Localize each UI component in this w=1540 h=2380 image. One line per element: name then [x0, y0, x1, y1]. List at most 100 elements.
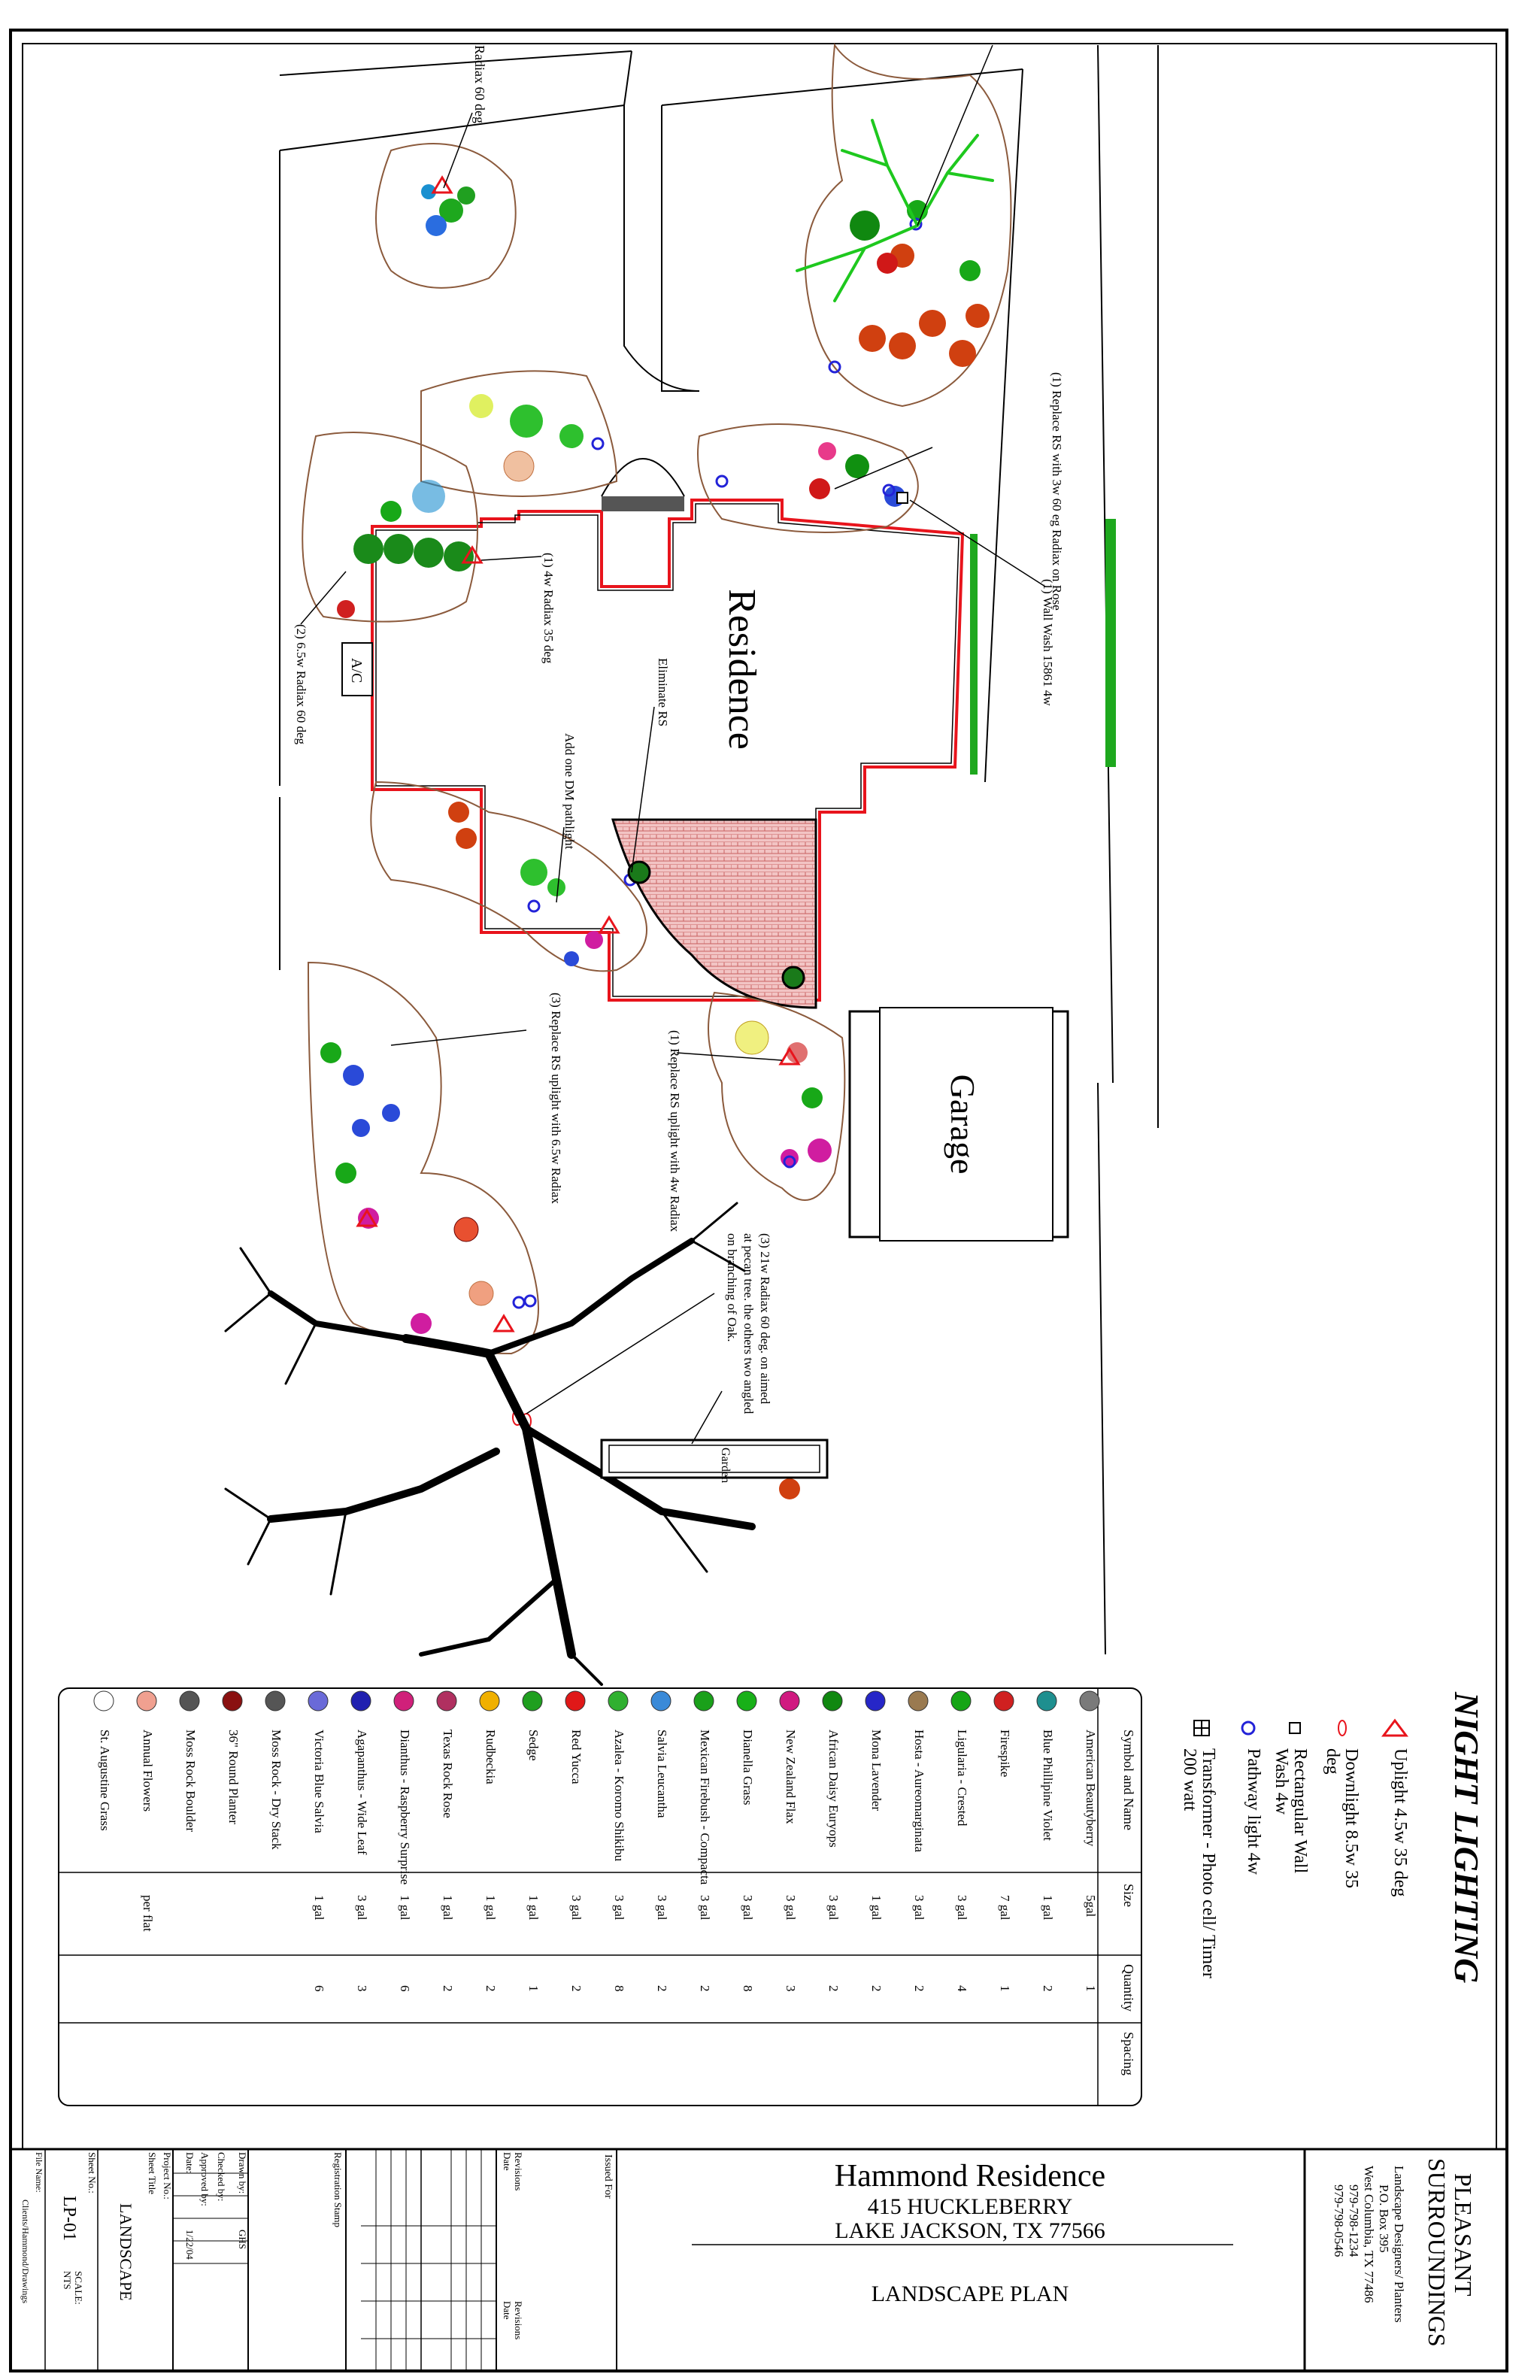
plant-name: Firespike	[998, 1730, 1012, 1777]
plant-size: 3 gal	[569, 1895, 584, 1921]
plant-size: per flat	[141, 1895, 155, 1932]
plant-quantity: 3	[784, 1985, 798, 1992]
plant-symbol-icon	[522, 1690, 543, 1711]
project-title: Hammond Residence	[835, 2159, 1105, 2194]
plant-quantity: 1	[1084, 1985, 1098, 1992]
plant-table-row: Moss Rock - Dry Stack	[265, 1690, 286, 1850]
plant-quantity: 2	[698, 1985, 712, 1992]
svg-text:Wash 4w: Wash 4w	[1272, 1748, 1291, 1815]
plant-size: 1 gal	[869, 1895, 884, 1921]
plant-size: 1 gal	[484, 1895, 498, 1921]
plant-symbols	[320, 184, 990, 1499]
svg-text:(1) Replace RS with 3w 60 eg R: (1) Replace RS with 3w 60 eg Radiax on R…	[1050, 372, 1064, 611]
plant-symbol-icon	[1079, 1690, 1100, 1711]
plant-size: 1 gal	[526, 1895, 541, 1921]
plant-symbol-icon	[950, 1690, 972, 1711]
plant-size: 1 gal	[1041, 1895, 1055, 1921]
plant-size: 3 gal	[912, 1895, 926, 1921]
svg-text:979-798-1234: 979-798-1234	[1347, 2184, 1361, 2257]
plant-symbol-icon	[222, 1690, 243, 1711]
oak-tree	[224, 1202, 756, 1686]
plant-symbol-icon	[736, 1690, 757, 1711]
leader-lines	[300, 44, 1046, 1445]
svg-text:Eliminate RS: Eliminate RS	[656, 658, 670, 726]
plant-name: Sedge	[526, 1730, 541, 1761]
legend-title: NIGHT LIGHTING	[1448, 1691, 1486, 1983]
svg-text:PLEASANT: PLEASANT	[1450, 2173, 1477, 2297]
plant-quantity: 8	[741, 1985, 755, 1992]
svg-text:Drawn by:: Drawn by:	[237, 2152, 248, 2194]
svg-text:Revisions: Revisions	[513, 2301, 524, 2339]
plant-quantity: 1	[998, 1985, 1012, 1992]
ac-label: A/C	[348, 658, 365, 683]
plan-notes: Radiax 60 deg (1) Replace RS with 3w 60 …	[294, 45, 1064, 1483]
garage	[848, 1007, 1069, 1242]
plant-quantity: 2	[826, 1985, 841, 1992]
svg-text:GHS: GHS	[237, 2230, 248, 2249]
plant-name: African Daisy Euryops	[826, 1730, 841, 1848]
plant-symbol-icon	[565, 1690, 586, 1711]
svg-text:Sheet No.:: Sheet No.:	[86, 2152, 98, 2194]
plant-name: Moss Rock - Dry Stack	[269, 1730, 283, 1850]
pathway-circle-icon	[1241, 1721, 1256, 1736]
plant-table-row: Victoria Blue Salvia 1 gal 6	[308, 1690, 329, 1992]
plant-symbol-icon	[822, 1690, 843, 1711]
svg-text:Landscape Designers/ Planters: Landscape Designers/ Planters	[1392, 2166, 1406, 2323]
plant-name: Mexican Firebush - Compacta	[698, 1730, 712, 1885]
plant-name: Blue Phillipine Violet	[1041, 1730, 1055, 1841]
svg-text:on branching of Oak.: on branching of Oak.	[725, 1233, 739, 1342]
svg-text:Clients/Hammond/Drawings: Clients/Hammond/Drawings	[20, 2200, 31, 2303]
plant-size: 1 gal	[312, 1895, 326, 1921]
plant-name: Rudbeckia	[484, 1730, 498, 1784]
plant-table-row: 36" Round Planter	[222, 1690, 243, 1824]
plant-size: 3 gal	[784, 1895, 798, 1921]
plant-symbol-icon	[865, 1690, 886, 1711]
plant-quantity: 2	[441, 1985, 455, 1992]
svg-text:(1) Wall Wash 15861 4w: (1) Wall Wash 15861 4w	[1041, 579, 1055, 706]
plant-name: Dianthus - Raspberry Surprise	[398, 1730, 412, 1884]
plant-table-row: Sedge 1 gal 1	[522, 1690, 543, 1992]
plant-size: 5gal	[1084, 1895, 1098, 1918]
svg-text:LANDSCAPE PLAN: LANDSCAPE PLAN	[872, 2281, 1069, 2306]
svg-text:Uplight 4.5w 35 deg: Uplight 4.5w 35 deg	[1390, 1748, 1410, 1896]
plant-quantity: 2	[912, 1985, 926, 1992]
plant-name: Mona Lavender	[869, 1730, 884, 1811]
plant-size: 3 gal	[826, 1895, 841, 1921]
svg-text:West Columbia, TX 77486: West Columbia, TX 77486	[1362, 2166, 1376, 2303]
downlight-icon	[1338, 1720, 1347, 1736]
plant-name: Victoria Blue Salvia	[312, 1730, 326, 1833]
plant-name: Azalea - Koromo Shikibu	[612, 1730, 626, 1862]
plant-size: 3 gal	[955, 1895, 969, 1921]
uplight-triangle-icon	[1381, 1718, 1408, 1737]
plant-size: 1 gal	[441, 1895, 455, 1921]
night-lighting-legend: NIGHT LIGHTING Uplight 4.5w 35 deg Downl…	[1180, 1691, 1486, 1983]
plant-symbol-icon	[350, 1690, 371, 1711]
svg-text:Date: Date	[502, 2152, 513, 2171]
plant-quantity: 2	[569, 1985, 584, 1992]
svg-text:(3) 21w Radiax 60 deg. on aime: (3) 21w Radiax 60 deg. on aimed	[758, 1233, 772, 1405]
title-block: PLEASANT SURROUNDINGS Landscape Designer…	[9, 2148, 1508, 2372]
plan-lights	[356, 175, 923, 1430]
plant-symbol-icon	[93, 1690, 114, 1711]
plant-name: Agapanthus - Wide Leaf	[355, 1730, 369, 1855]
plant-size: 3 gal	[612, 1895, 626, 1921]
plant-quantity: 1	[526, 1985, 541, 1992]
plant-name: Red Yucca	[569, 1730, 584, 1784]
plant-symbol-icon	[908, 1690, 929, 1711]
ornamental-tree	[796, 119, 994, 302]
plant-symbol-icon	[608, 1690, 629, 1711]
svg-text:Spacing: Spacing	[1121, 2032, 1136, 2075]
plant-quantity: 6	[312, 1985, 326, 1992]
wall-wash-square-icon	[1289, 1722, 1301, 1734]
garage-label: Garage	[944, 1075, 982, 1175]
plant-quantity: 2	[869, 1985, 884, 1992]
svg-text:Downlight 8.5w 35: Downlight 8.5w 35	[1341, 1748, 1361, 1888]
plant-name: Dianella Grass	[741, 1730, 755, 1805]
